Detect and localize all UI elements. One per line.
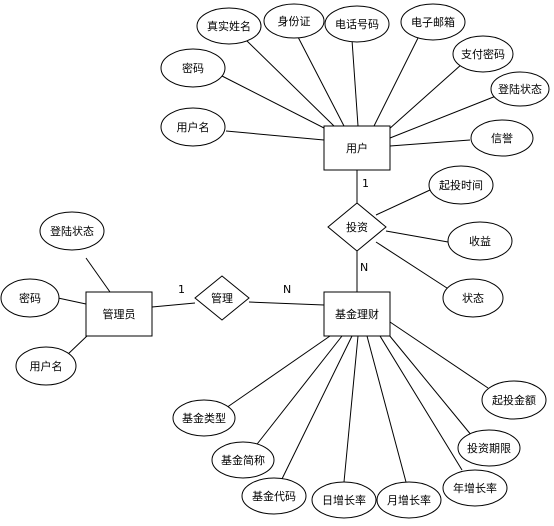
attribute-label: 收益 [469,234,491,248]
attribute-user-credit: 信誉 [470,119,534,157]
attribute-label: 用户名 [30,359,63,373]
attribute-user-id-card: 身份证 [263,3,325,39]
attribute-label: 起投金额 [492,393,536,407]
attribute-label: 用户名 [177,120,210,134]
attribute-user-email: 电子邮箱 [400,3,466,41]
cardinality-user-invest: 1 [362,177,369,190]
attribute-fund-term: 投资期限 [457,429,521,467]
attribute-label: 登陆状态 [50,224,94,238]
attribute-fund-yearly-growth: 年增长率 [442,469,508,507]
attribute-fund-monthly-growth: 月增长率 [376,481,442,519]
entity-fund: 基金理财 [323,291,391,337]
attribute-fund-daily-growth: 日增长率 [311,481,377,519]
attribute-label: 支付密码 [461,47,505,61]
attribute-label: 基金代码 [252,489,296,503]
relation-manage: 管理 [194,275,250,321]
relation-invest: 投资 [327,202,387,252]
attribute-label: 月增长率 [387,493,431,507]
attribute-label: 真实姓名 [207,19,251,33]
attribute-invest-income: 收益 [447,221,513,261]
attribute-label: 身份证 [278,14,311,28]
cardinality-admin-manage: 1 [178,283,185,296]
attribute-admin-password: 密码 [0,278,60,318]
attribute-user-phone: 电话号码 [324,5,390,43]
connector-lines [57,36,497,484]
attribute-label: 密码 [182,61,204,75]
attribute-label: 年增长率 [453,481,497,495]
attribute-user-pay-password: 支付密码 [452,35,514,73]
attribute-label: 投资期限 [467,441,511,455]
entity-admin: 管理员 [85,291,153,337]
attribute-label: 基金简称 [221,453,265,467]
entity-admin-label: 管理员 [103,307,136,321]
attribute-label: 日增长率 [322,493,366,507]
attribute-fund-type: 基金类型 [172,399,236,437]
entity-user: 用户 [323,125,391,171]
attribute-user-real-name: 真实姓名 [196,7,262,45]
attribute-invest-start-time: 起投时间 [428,165,494,205]
attribute-admin-login-status: 登陆状态 [39,211,105,251]
attribute-label: 电子邮箱 [411,15,455,29]
attribute-user-login-status: 登陆状态 [490,71,550,107]
attribute-user-username: 用户名 [160,107,226,147]
attribute-label: 起投时间 [439,178,483,192]
attribute-fund-code: 基金代码 [241,477,307,515]
attribute-invest-status: 状态 [442,278,504,318]
entity-fund-label: 基金理财 [335,307,379,321]
attribute-label: 基金类型 [182,411,226,425]
attribute-admin-username: 用户名 [15,346,77,386]
attribute-label: 登陆状态 [498,82,542,96]
relation-manage-label: 管理 [211,291,233,305]
attribute-label: 信誉 [491,131,513,145]
attribute-fund-min-amount: 起投金额 [481,380,547,420]
attribute-label: 电话号码 [335,18,379,31]
attribute-label: 状态 [462,291,484,305]
relation-invest-label: 投资 [346,220,368,234]
attribute-fund-short-name: 基金简称 [211,441,275,479]
cardinality-invest-fund: N [360,261,368,274]
entity-user-label: 用户 [346,141,368,155]
attribute-user-password: 密码 [160,48,226,88]
attribute-label: 密码 [19,291,41,305]
cardinality-manage-fund: N [283,283,291,296]
